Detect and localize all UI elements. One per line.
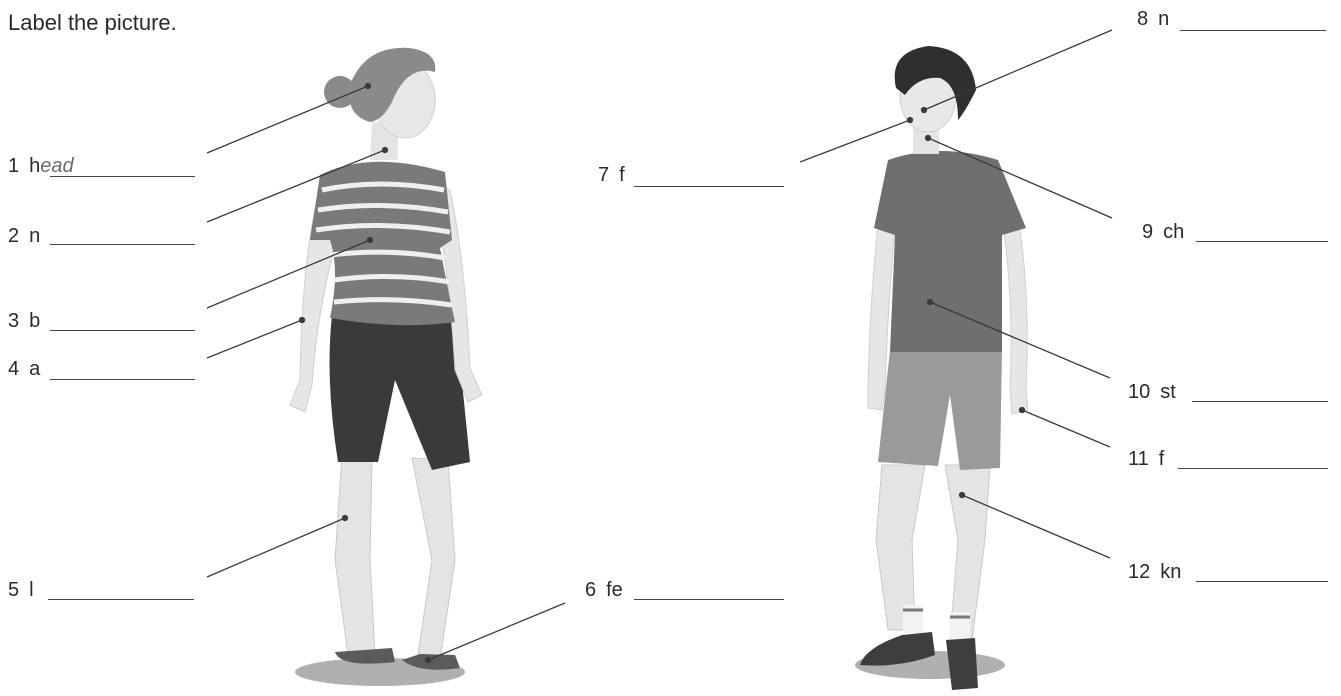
label-number: 9 <box>1142 221 1153 243</box>
answer-line-4[interactable] <box>50 379 195 380</box>
label-number: 8 <box>1137 8 1148 30</box>
answer-line-2[interactable] <box>50 244 195 245</box>
label-number: 4 <box>8 358 19 380</box>
label-number: 3 <box>8 310 19 332</box>
label-prefix: n <box>29 225 40 247</box>
label-prefix: n <box>1158 8 1169 30</box>
label-number: 2 <box>8 225 19 247</box>
label-prefix: b <box>29 310 40 332</box>
answer-line-8[interactable] <box>1180 30 1326 31</box>
label-prefix: fe <box>606 579 623 601</box>
answer-line-10[interactable] <box>1192 401 1328 402</box>
label-9: 9 ch <box>1142 221 1184 243</box>
label-answer: ead <box>40 155 73 177</box>
answer-line-9[interactable] <box>1196 241 1328 242</box>
label-number: 1 <box>8 155 19 177</box>
label-number: 6 <box>585 579 596 601</box>
label-number: 10 <box>1128 381 1150 403</box>
label-prefix: f <box>1159 448 1165 470</box>
label-prefix: a <box>29 358 40 380</box>
label-prefix: kn <box>1160 561 1181 583</box>
label-6: 6 fe <box>585 579 623 601</box>
label-10: 10 st <box>1128 381 1176 403</box>
answer-line-6[interactable] <box>634 599 784 600</box>
label-prefix: f <box>619 164 625 186</box>
answer-line-1[interactable] <box>50 176 195 177</box>
label-number: 5 <box>8 579 19 601</box>
label-prefix: st <box>1160 381 1176 403</box>
label-number: 11 <box>1128 448 1149 470</box>
label-prefix: l <box>29 579 33 601</box>
answer-line-5[interactable] <box>48 599 194 600</box>
answer-line-7[interactable] <box>634 186 784 187</box>
label-11: 11 f <box>1128 448 1164 470</box>
man-figure <box>855 46 1028 690</box>
answer-line-11[interactable] <box>1178 468 1328 469</box>
answer-line-12[interactable] <box>1196 581 1328 582</box>
label-number: 12 <box>1128 561 1150 583</box>
label-prefix: ch <box>1163 221 1184 243</box>
label-12: 12 kn <box>1128 561 1181 583</box>
label-number: 7 <box>598 164 609 186</box>
woman-figure <box>290 48 482 686</box>
answer-line-3[interactable] <box>50 330 195 331</box>
label-prefix: h <box>29 155 40 177</box>
